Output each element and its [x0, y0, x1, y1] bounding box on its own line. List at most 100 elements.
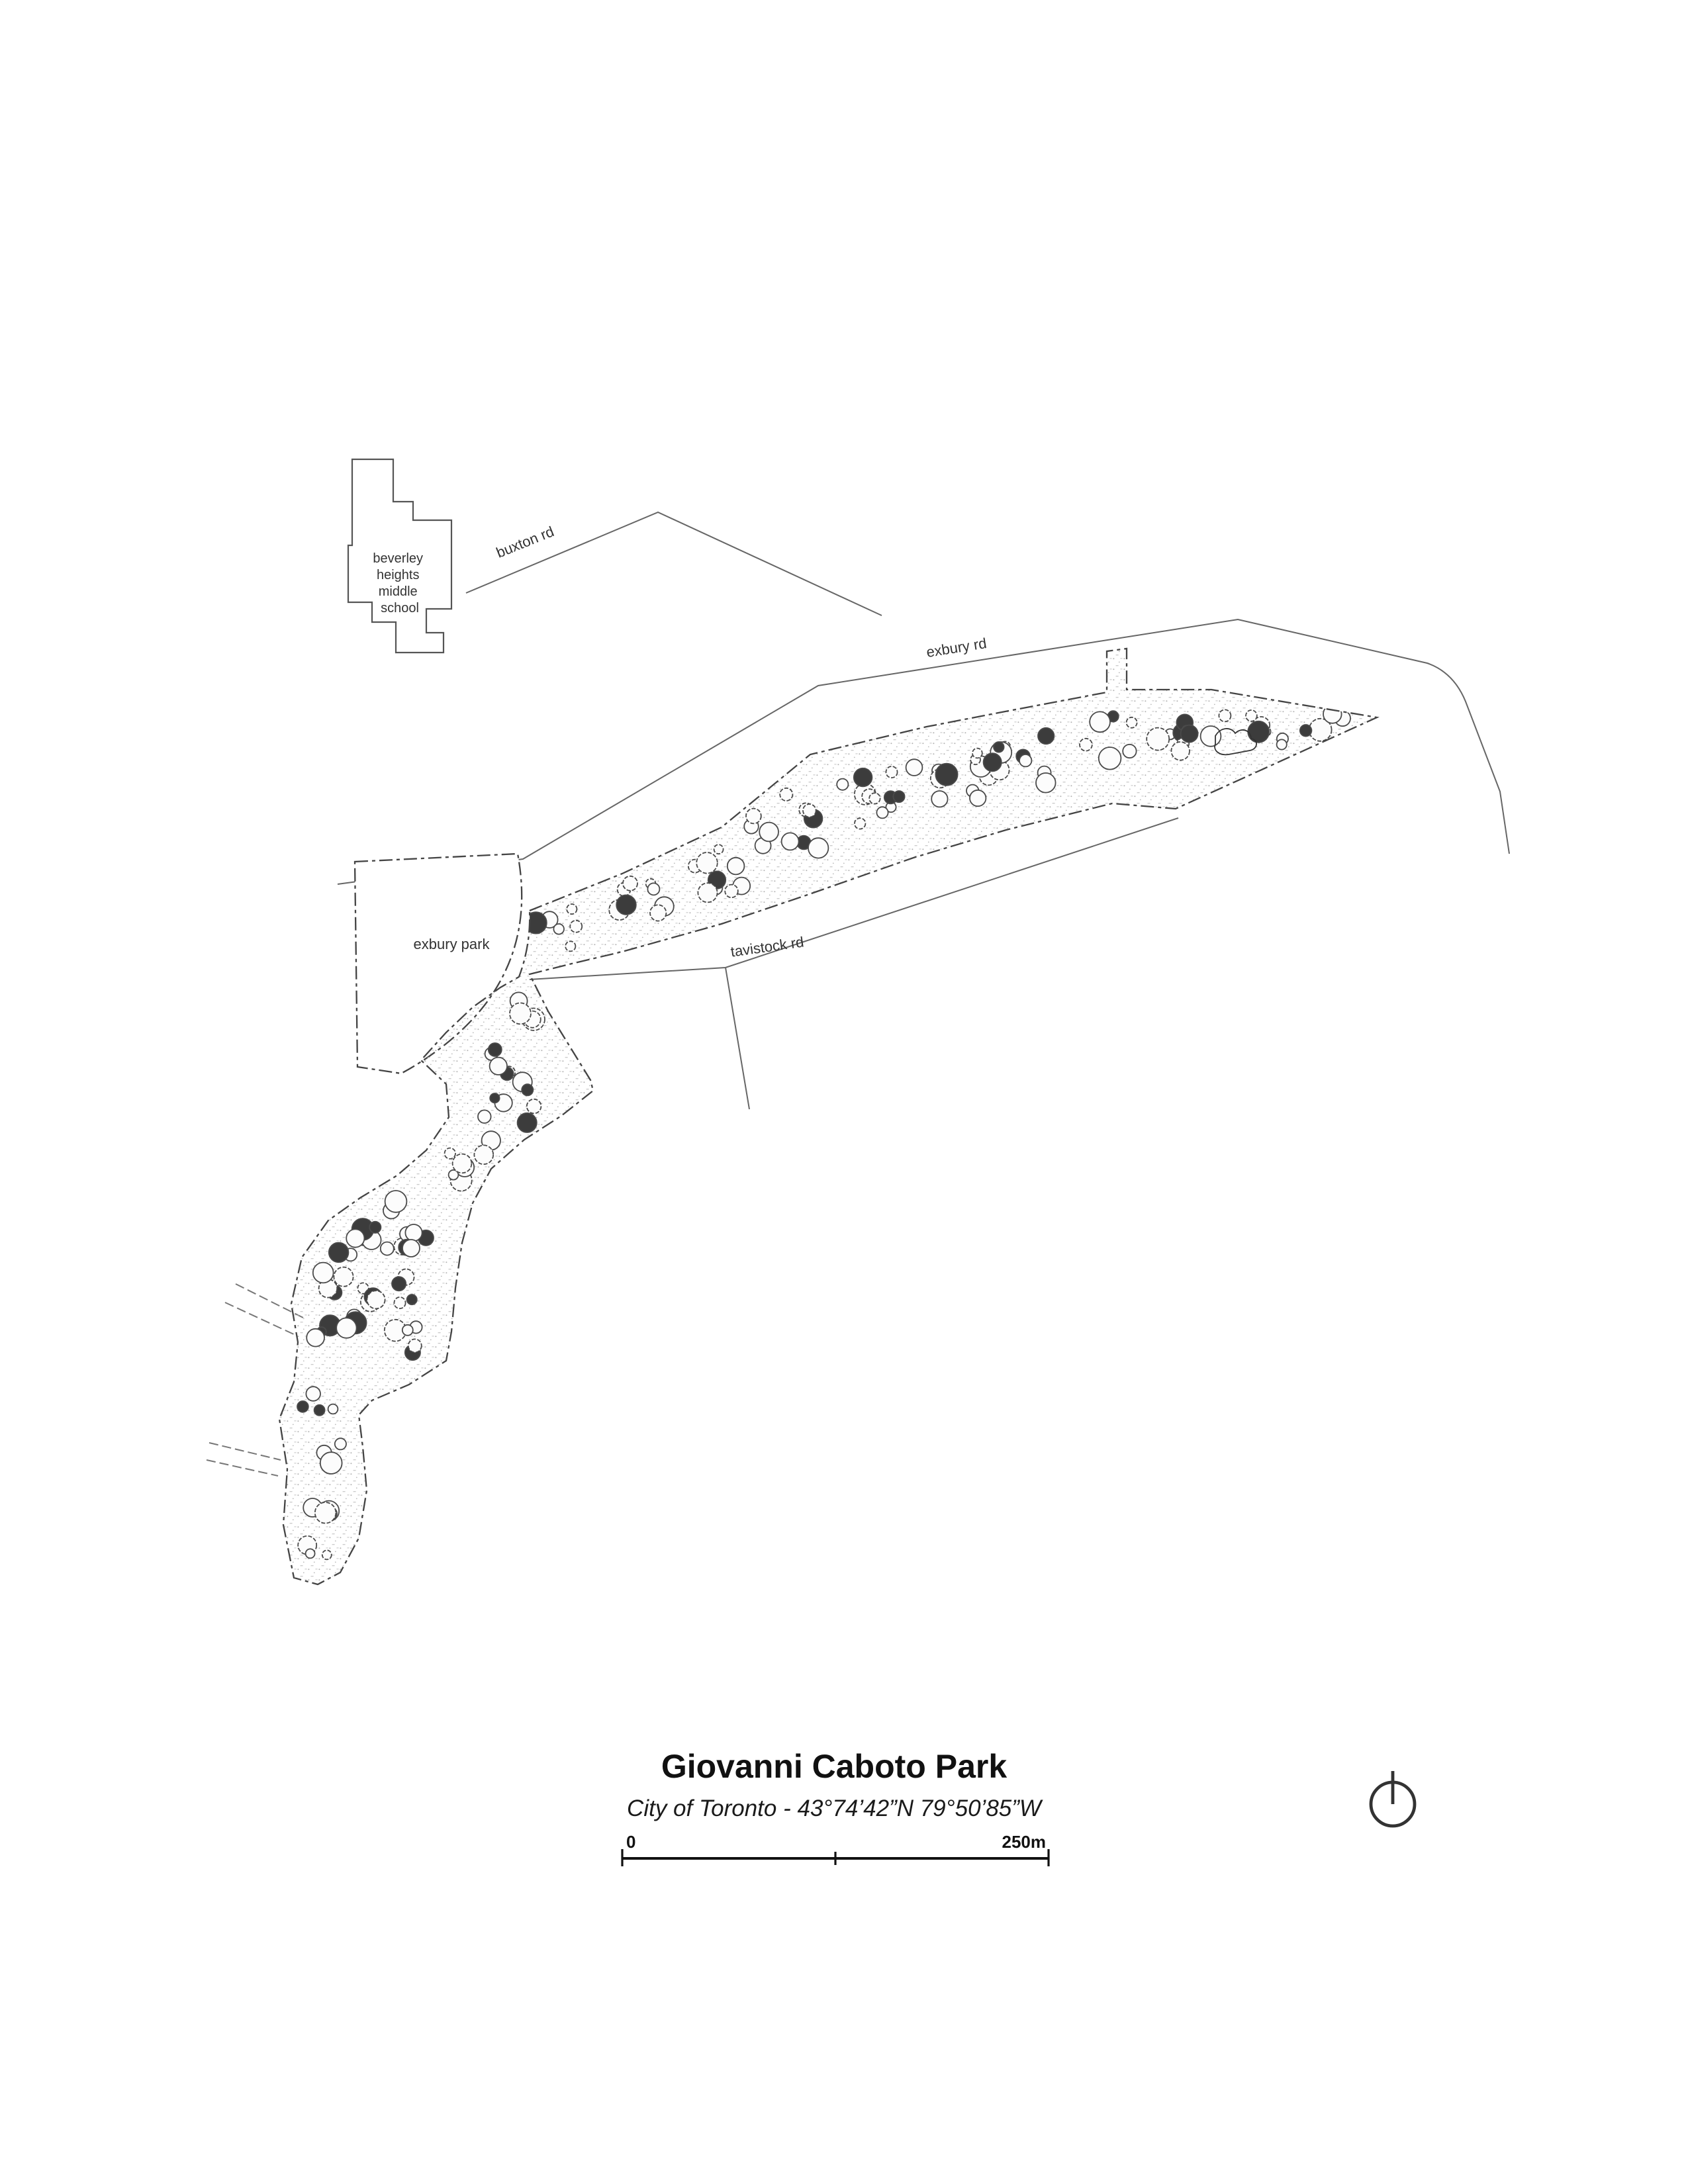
tree-icon: [451, 1153, 473, 1174]
tree-icon: [524, 911, 547, 934]
tree-icon: [1089, 711, 1111, 733]
tree-icon: [868, 792, 881, 805]
tree-icon: [393, 1297, 406, 1310]
tree-icon: [982, 752, 1002, 772]
tree-icon: [697, 882, 718, 903]
tree-icon: [336, 1317, 357, 1339]
tree-icon: [1199, 725, 1222, 747]
tree-icon: [477, 1109, 492, 1124]
tree-icon: [802, 803, 817, 818]
tree-icon: [1276, 739, 1288, 751]
tree-icon: [312, 1261, 334, 1284]
tree-icon: [366, 1290, 386, 1310]
tree-icon: [1170, 741, 1190, 761]
scale-start-label: 0: [626, 1832, 635, 1852]
tree-icon: [346, 1228, 365, 1248]
tree-icon: [1079, 737, 1093, 752]
tree-icon: [1299, 724, 1313, 737]
road-tavistock-branch: [725, 967, 750, 1110]
tree-icon: [305, 1386, 321, 1402]
tree-icon: [1245, 709, 1258, 722]
tree-icon: [616, 894, 637, 915]
road-buxton: [465, 511, 882, 616]
school-label-line: school: [381, 601, 419, 615]
tree-icon: [808, 837, 829, 859]
tree-icon: [521, 1083, 534, 1097]
school-label-line: heights: [377, 568, 420, 582]
tree-icon: [876, 806, 889, 819]
tree-icon: [1247, 720, 1270, 743]
road-exbury: [337, 618, 1510, 885]
tree-icon: [972, 747, 983, 759]
north-arrow-icon: [1369, 1771, 1417, 1828]
tree-icon: [726, 856, 745, 876]
tree-icon: [319, 1451, 343, 1475]
tree-icon: [444, 1147, 456, 1160]
tree-icon: [779, 787, 794, 801]
tree-icon: [885, 766, 898, 779]
tree-icon: [905, 758, 923, 776]
tree-layer: [297, 704, 1351, 1561]
tree-icon: [1098, 747, 1122, 770]
page-title: Giovanni Caboto Park: [661, 1748, 1008, 1785]
school-building-outline: [347, 458, 453, 654]
tree-icon: [1035, 772, 1056, 794]
tree-icon: [384, 1190, 408, 1213]
tree-icon: [1125, 716, 1138, 729]
road-network: [206, 511, 1510, 1477]
tree-icon: [566, 903, 578, 915]
tree-icon: [447, 1169, 459, 1181]
tree-icon: [1037, 727, 1055, 745]
tree-icon: [1019, 754, 1033, 768]
tree-icon: [516, 1112, 538, 1133]
exbury-park-label: exbury park: [414, 936, 491, 952]
road-stub: [209, 1442, 281, 1461]
tree-icon: [487, 1042, 502, 1057]
tree-icon: [1180, 724, 1199, 743]
tree-icon: [969, 789, 987, 807]
tree-icon: [935, 762, 959, 786]
tree-icon: [649, 904, 667, 922]
tree-icon: [836, 778, 849, 791]
tree-icon: [379, 1241, 395, 1256]
school-label-line: beverley: [373, 551, 423, 566]
tree-icon: [509, 1002, 532, 1025]
road-stub: [206, 1459, 279, 1477]
tree-icon: [321, 1549, 332, 1561]
tree-icon: [297, 1400, 309, 1413]
tree-icon: [854, 817, 867, 830]
tree-icon: [404, 1224, 423, 1242]
tree-icon: [369, 1220, 382, 1234]
park-boundary: [278, 647, 1380, 1586]
tree-icon: [569, 919, 583, 933]
tree-icon: [780, 832, 800, 851]
tree-icon: [313, 1404, 326, 1416]
tree-icon: [931, 790, 949, 808]
tree-icon: [696, 852, 718, 874]
playground-structure: [1214, 728, 1257, 756]
tree-icon: [305, 1548, 316, 1559]
scale-end-label: 250m: [1002, 1832, 1047, 1852]
tree-icon: [565, 940, 577, 952]
tree-icon: [314, 1502, 337, 1524]
school-label-line: middle: [379, 584, 418, 599]
tree-icon: [745, 807, 762, 825]
exbury-rd-label: exbury rd: [925, 635, 988, 660]
road-stub: [224, 1302, 297, 1336]
tree-icon: [406, 1294, 418, 1306]
tree-icon: [713, 844, 724, 855]
tree-icon: [489, 1056, 508, 1075]
tree-icon: [328, 1242, 350, 1263]
tree-icon: [1218, 709, 1232, 723]
tree-icon: [526, 1098, 542, 1115]
giovanni-caboto-park-shape: [279, 649, 1377, 1584]
tavistock-rd-label: tavistock rd: [729, 933, 805, 960]
tree-icon: [1122, 743, 1137, 759]
tree-icon: [306, 1328, 325, 1347]
tree-icon: [759, 821, 779, 842]
tree-icon: [553, 923, 565, 935]
tree-icon: [892, 790, 906, 803]
scale-bar: 0 250m: [621, 1832, 1050, 1866]
tree-icon: [489, 1093, 500, 1104]
